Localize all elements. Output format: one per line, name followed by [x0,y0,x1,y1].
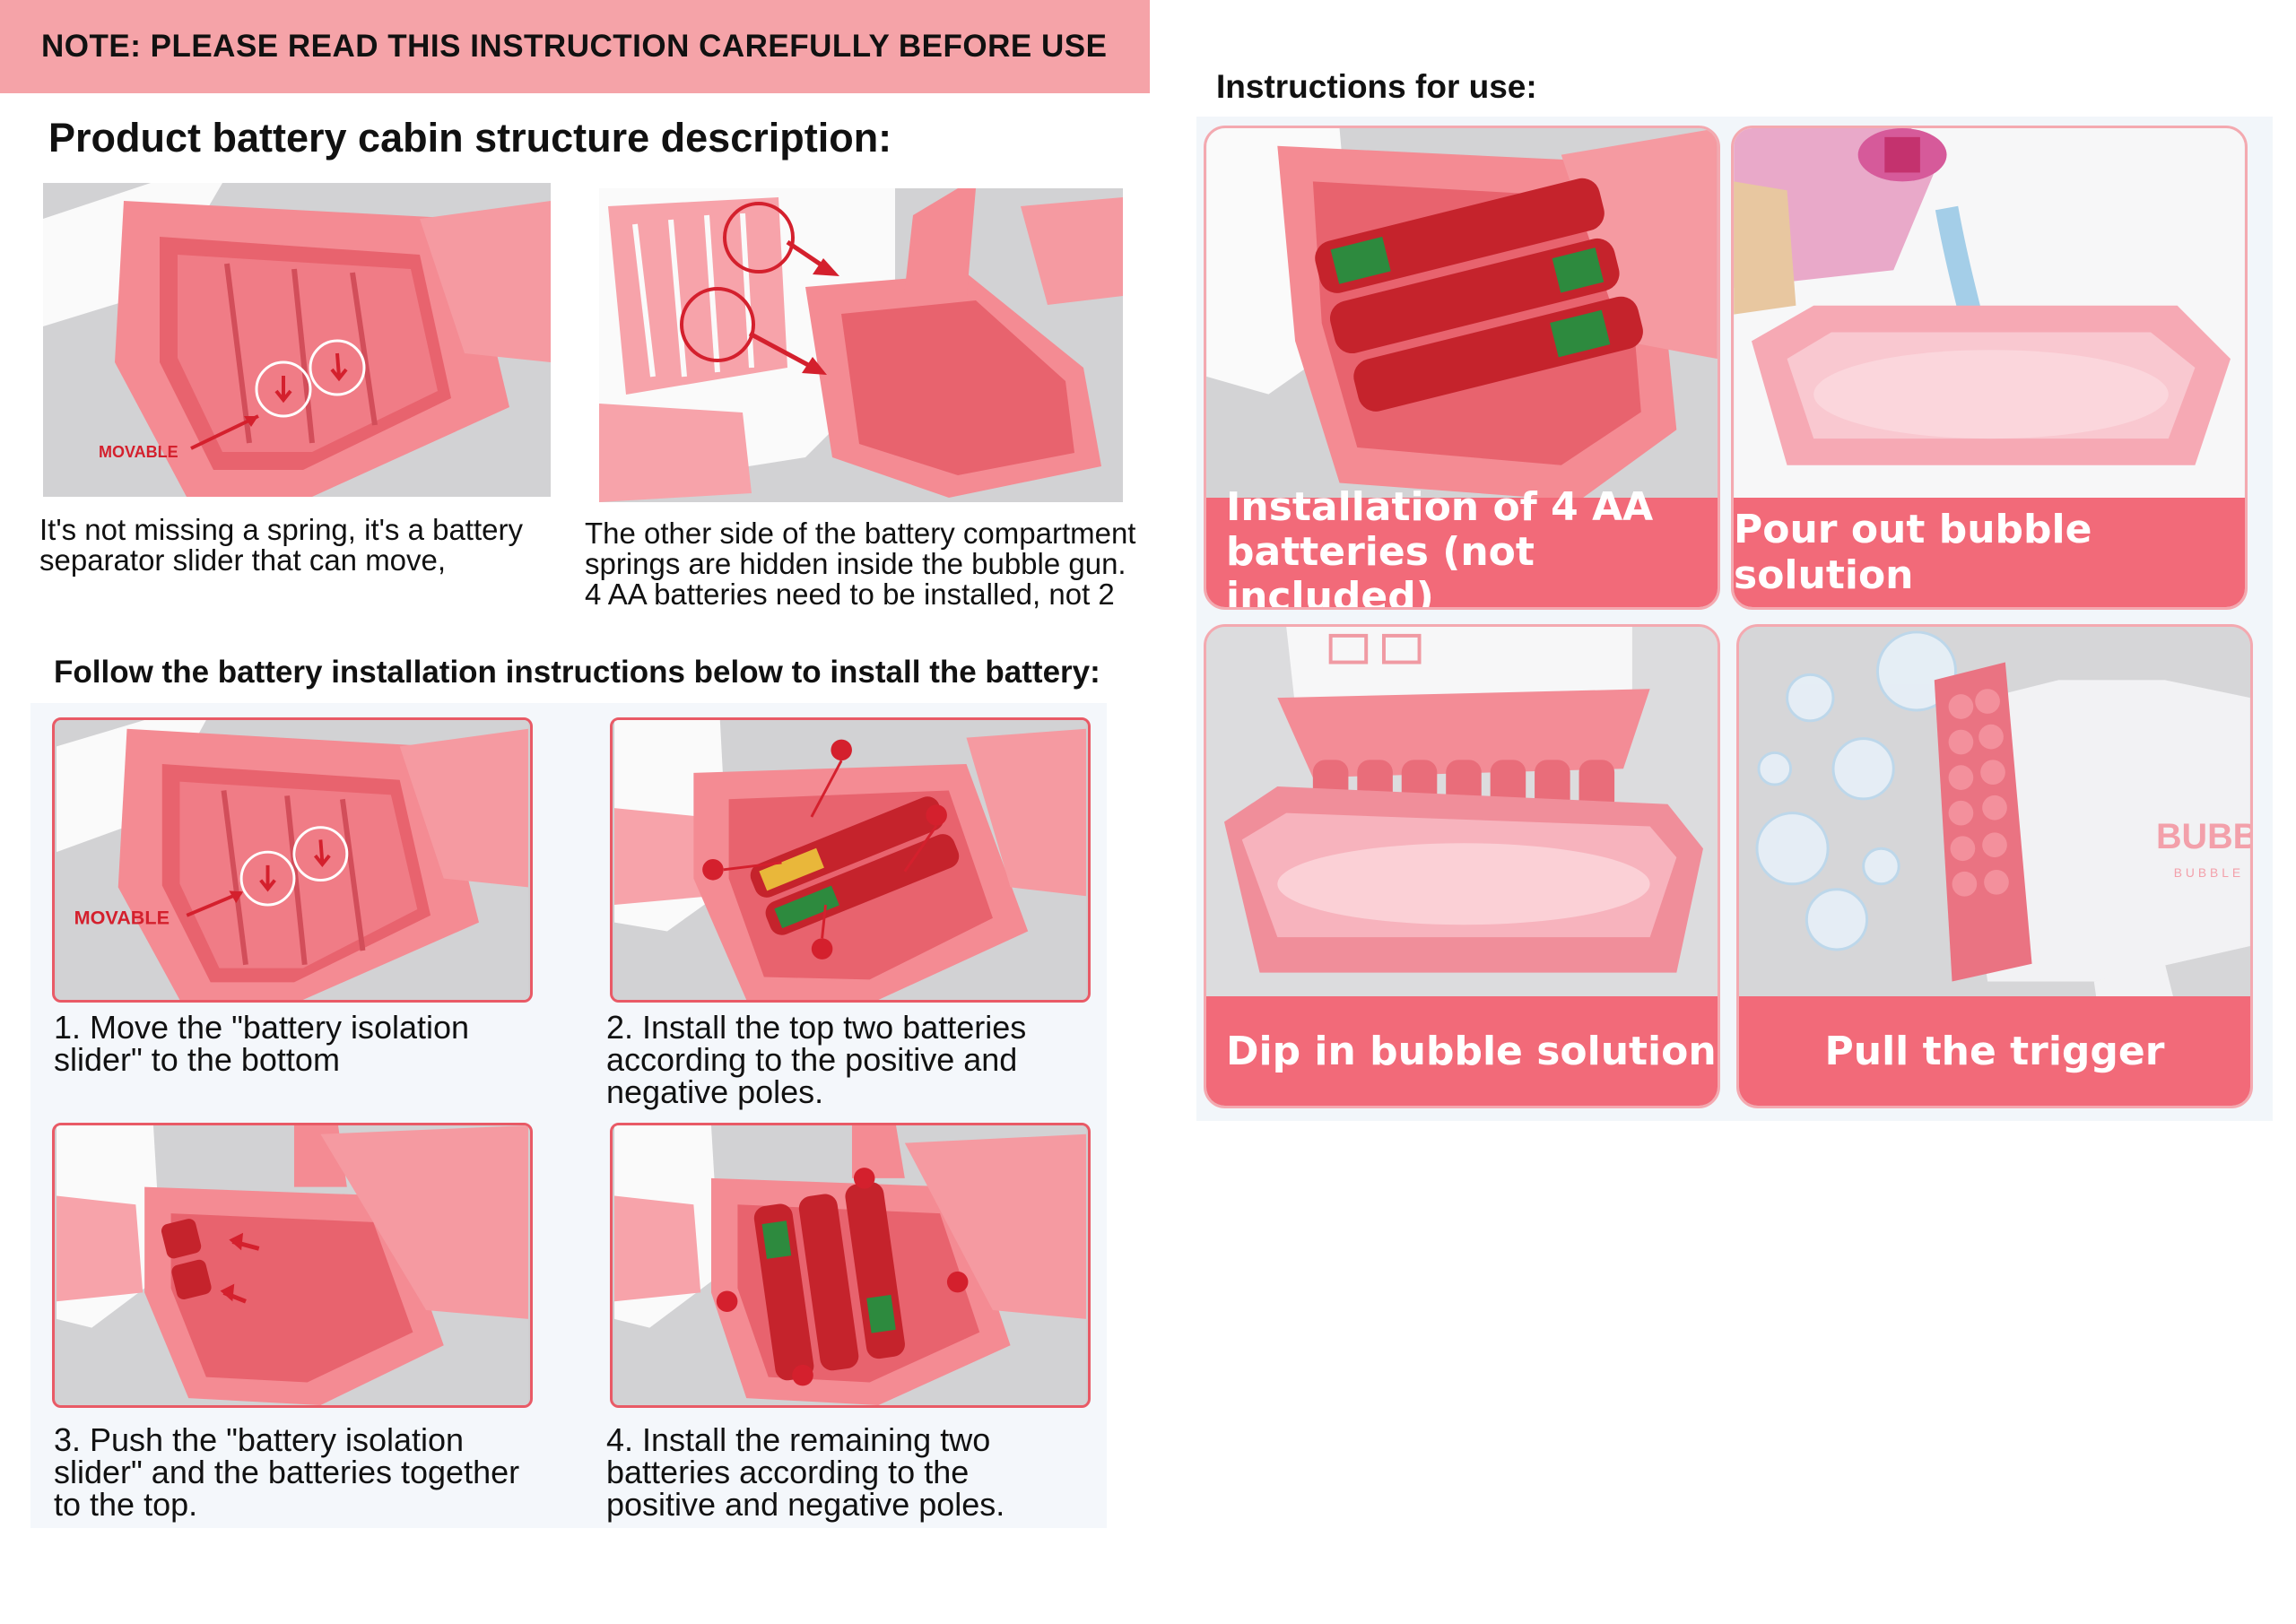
caption-line: separator slider that can move, [39,543,447,577]
battery-cabin-photo-left: MOVABLE [43,183,551,497]
step-4-caption: 4. Install the remaining two batteries a… [606,1424,1004,1521]
step-3-caption: 3. Push the "battery isolation slider" a… [54,1424,519,1521]
usage-card-trigger: BUBB BUBBLE Pull the trigger [1736,624,2253,1108]
usage-heading: Instructions for use: [1216,68,1537,105]
note-text: NOTE: PLEASE READ THIS INSTRUCTION CAREF… [41,29,1108,64]
gun-brand-text: BUBB [2156,817,2250,856]
step-1-caption: 1. Move the "battery isolation slider" t… [54,1012,469,1076]
caption-line: springs are hidden inside the bubble gun… [585,547,1126,580]
caption-line: negative poles. [606,1073,824,1110]
caption-line: 1. Move the "battery isolation [54,1009,470,1046]
caption-line: 3. Push the "battery isolation [54,1421,465,1458]
structure-caption-left: It's not missing a spring, it's a batter… [39,515,523,576]
step-2-photo [610,717,1091,1003]
caption-line: It's not missing a spring, it's a batter… [39,513,523,546]
install-heading: Follow the battery installation instruct… [54,655,1100,690]
caption-line: batteries according to the [606,1454,970,1490]
card-label-line: batteries (not included) [1226,529,1535,610]
step-4-photo [610,1123,1091,1408]
step-1-photo: MOVABLE [52,717,533,1003]
card-label-line: Dip in bubble solution [1226,1028,1717,1074]
caption-line: slider" and the batteries together [54,1454,520,1490]
usage-card-dip: Dip in bubble solution [1204,624,1720,1108]
note-banner: NOTE: PLEASE READ THIS INSTRUCTION CAREF… [0,0,1150,93]
caption-line: 2. Install the top two batteries [606,1009,1027,1046]
caption-line: according to the positive and [606,1041,1018,1078]
usage-card-label: Pull the trigger [1739,996,2250,1106]
caption-line: slider" to the bottom [54,1041,340,1078]
usage-card-install: Installation of 4 AA batteries (not incl… [1204,126,1720,610]
movable-label: MOVABLE [99,443,178,461]
step-2-caption: 2. Install the top two batteries accordi… [606,1012,1026,1108]
caption-line: 4. Install the remaining two [606,1421,991,1458]
gun-brand-subtext: BUBBLE [2174,865,2244,880]
step-3-photo [52,1123,533,1408]
card-label-line: Installation of 4 AA [1226,484,1654,530]
movable-label: MOVABLE [74,907,170,929]
caption-line: to the top. [54,1486,198,1523]
battery-cabin-photo-right [599,188,1123,502]
structure-caption-right: The other side of the battery compartmen… [585,518,1135,610]
card-label-line: Pull the trigger [1824,1028,2165,1074]
caption-line: The other side of the battery compartmen… [585,517,1136,550]
structure-heading: Product battery cabin structure descript… [48,115,892,161]
caption-line: positive and negative poles. [606,1486,1005,1523]
caption-line: 4 AA batteries need to be installed, not… [585,578,1115,611]
card-label-line: Pour out bubble solution [1734,507,2092,598]
usage-card-label: Pour out bubble solution [1734,498,2245,607]
usage-card-label: Installation of 4 AA batteries (not incl… [1206,485,1718,610]
usage-card-label: Dip in bubble solution [1206,996,1718,1106]
usage-card-pour: Pour out bubble solution [1731,126,2248,610]
